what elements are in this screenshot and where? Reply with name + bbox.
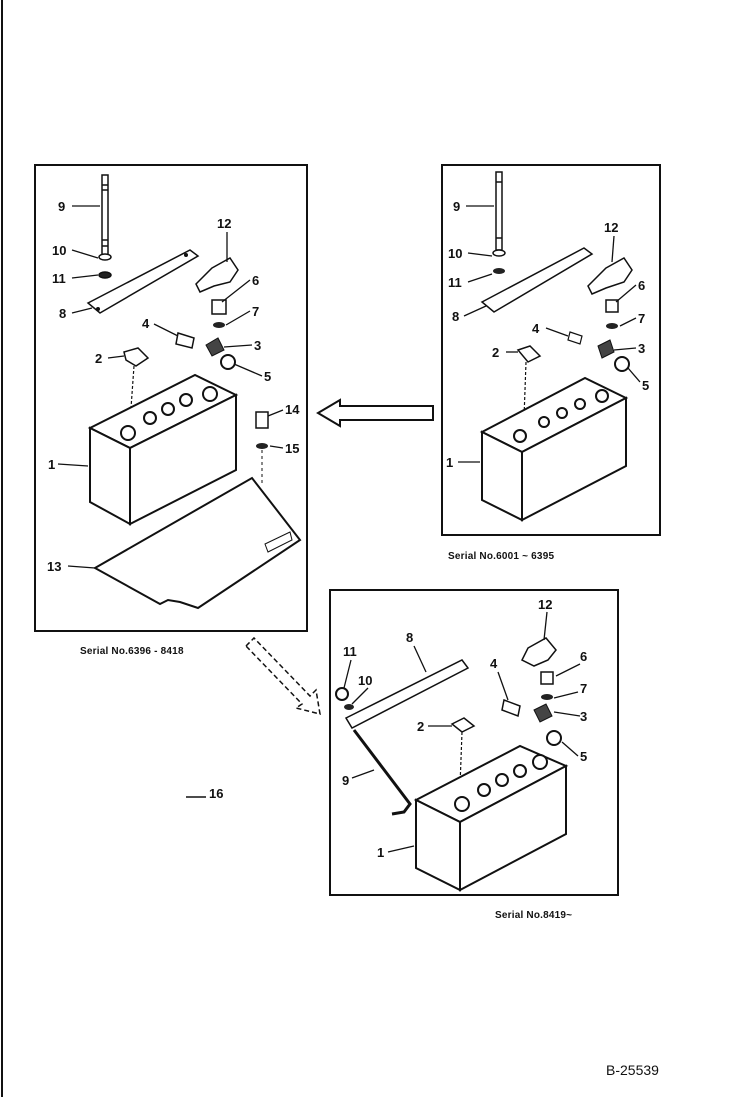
terminal-2 [123, 347, 150, 367]
callout-15: 15 [285, 441, 299, 456]
callout-9: 9 [342, 773, 349, 788]
bolt-6 [540, 671, 554, 685]
callout-3: 3 [254, 338, 261, 353]
callout-4: 4 [490, 656, 498, 671]
callout-12: 12 [538, 597, 552, 612]
hold-down-bar [344, 659, 470, 729]
washer-7 [541, 694, 553, 700]
callout-16: 16 [209, 786, 223, 801]
panel-left-frame [34, 164, 308, 632]
terminal-2 [516, 345, 542, 363]
panel-bottom-frame [329, 589, 619, 896]
nut-5 [614, 356, 630, 372]
callout-1: 1 [377, 845, 384, 860]
callout-5: 5 [264, 369, 271, 384]
callout-2: 2 [417, 719, 424, 734]
washer-11 [493, 268, 505, 274]
washer-7 [606, 323, 618, 329]
callout-11: 11 [343, 644, 357, 659]
callout-4: 4 [142, 316, 150, 331]
callout-7: 7 [252, 304, 259, 319]
callout-7: 7 [638, 311, 645, 326]
callout-12: 12 [604, 220, 618, 235]
callout-5: 5 [642, 378, 649, 393]
hold-down-bar [480, 247, 594, 313]
arrow-left-to-bottom [244, 636, 321, 716]
callout-2: 2 [492, 345, 499, 360]
bolt-4 [567, 331, 583, 345]
caption-left: Serial No.6396 - 8418 [80, 646, 184, 657]
caption-right: Serial No.6001 ~ 6395 [448, 551, 555, 562]
bolt-14 [255, 411, 269, 429]
callout-8: 8 [59, 306, 66, 321]
callout-5: 5 [580, 749, 587, 764]
terminal-clamp-12 [520, 637, 557, 667]
callout-9: 9 [453, 199, 460, 214]
terminal-clamp-12 [587, 257, 633, 295]
stud-bolt [101, 174, 109, 256]
battery-bottom [413, 744, 569, 892]
callout-14: 14 [285, 402, 300, 417]
bolt-4 [501, 698, 521, 718]
callout-3: 3 [580, 709, 587, 724]
panel-right: 9 10 11 8 12 6 7 4 3 2 5 1 [441, 164, 661, 536]
callout-6: 6 [252, 273, 259, 288]
callout-4: 4 [532, 321, 540, 336]
callout-6: 6 [638, 278, 645, 293]
battery-left [87, 373, 239, 526]
nut-5 [546, 730, 562, 746]
callout-7: 7 [580, 681, 587, 696]
bolt-6 [605, 299, 619, 313]
hold-down-bar [86, 249, 200, 314]
terminal-3 [597, 339, 615, 359]
callout-8: 8 [452, 309, 459, 324]
panel-right-frame [441, 164, 661, 536]
battery-right [479, 376, 629, 522]
terminal-clamp-12 [195, 257, 239, 293]
callout-2: 2 [95, 351, 102, 366]
callout-11: 11 [52, 271, 66, 286]
callout-3: 3 [638, 341, 645, 356]
caption-bottom: Serial No.8419~ [495, 910, 573, 921]
callout-9: 9 [58, 199, 65, 214]
washer-11 [98, 271, 112, 279]
bolt-4 [175, 332, 195, 349]
callout-6: 6 [580, 649, 587, 664]
callout-1: 1 [446, 455, 453, 470]
washer-10 [492, 249, 506, 257]
nut-5 [220, 354, 236, 370]
nut-11 [335, 687, 349, 701]
callout-11: 11 [448, 275, 462, 290]
hook-rod-9 [352, 729, 412, 816]
callout-10: 10 [448, 246, 462, 261]
washer-15 [256, 443, 268, 449]
document-number: B-25539 [606, 1062, 659, 1078]
callout-13: 13 [47, 559, 61, 574]
callout-8: 8 [406, 630, 413, 645]
stud-bolt [495, 171, 503, 251]
washer-10 [98, 253, 112, 261]
callout-12: 12 [217, 216, 231, 231]
bolt-6 [211, 299, 227, 315]
battery-tray [92, 476, 302, 610]
washer-7 [213, 322, 225, 328]
callout-10: 10 [358, 673, 372, 688]
arrow-right-to-left [316, 398, 434, 428]
callout-1: 1 [48, 457, 55, 472]
panel-left: 9 10 11 8 12 6 7 4 3 2 5 14 15 1 13 [34, 164, 308, 632]
washer-10 [344, 704, 354, 710]
callout-10: 10 [52, 243, 66, 258]
terminal-3 [205, 337, 225, 357]
terminal-3 [533, 703, 553, 723]
terminal-2 [450, 717, 476, 733]
panel-bottom: 12 8 11 6 4 10 7 3 2 5 9 1 [329, 589, 619, 896]
